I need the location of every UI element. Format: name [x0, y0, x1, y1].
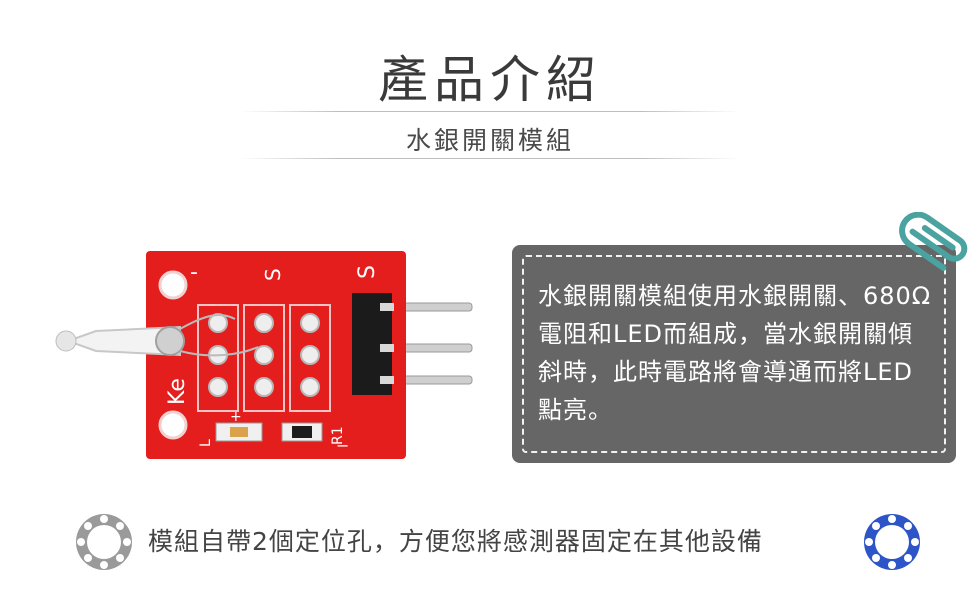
- pcb-label-minus-bottom: −: [336, 436, 349, 455]
- pcb-label-r1: R1: [330, 426, 346, 445]
- title-divider-bottom: [240, 158, 740, 159]
- mercury-switch-module-illustration: - S S Ke R1 L + −: [55, 251, 473, 459]
- page-title: 產品介紹: [378, 51, 602, 109]
- description-card-dashed-border: [522, 255, 946, 453]
- mounting-hole-gray-icon: [76, 514, 132, 570]
- pcb-label-led: L: [198, 439, 214, 447]
- product-photo: - S S Ke R1 L + −: [30, 215, 500, 490]
- description-text: 水銀開關模組使用水銀開關、680Ω電阻和LED而組成，當水銀開關傾斜時，此時電路…: [538, 282, 932, 424]
- page-subtitle: 水銀開關模組: [405, 126, 574, 155]
- mounting-hole-bottom: [158, 410, 188, 440]
- description-card: 水銀開關模組使用水銀開關、680Ω電阻和LED而組成，當水銀開關傾斜時，此時電路…: [512, 245, 956, 463]
- footer-text: 模組自帶2個定位孔，方便您將感測器固定在其他設備: [148, 527, 763, 556]
- pcb-label-brand: Ke: [165, 378, 190, 405]
- paperclip-icon: [899, 212, 968, 271]
- pcb-board: [146, 251, 406, 459]
- pcb-label-middle: S: [261, 268, 285, 281]
- mounting-hole-blue-icon: [864, 514, 920, 570]
- mercury-switch-tube: [55, 313, 259, 357]
- pcb-label-signal: S: [355, 265, 380, 279]
- mounting-hole-top: [158, 270, 188, 300]
- title-divider-top: [240, 111, 740, 112]
- pcb-label-minus: -: [190, 260, 198, 285]
- pcb-label-plus: +: [230, 409, 242, 425]
